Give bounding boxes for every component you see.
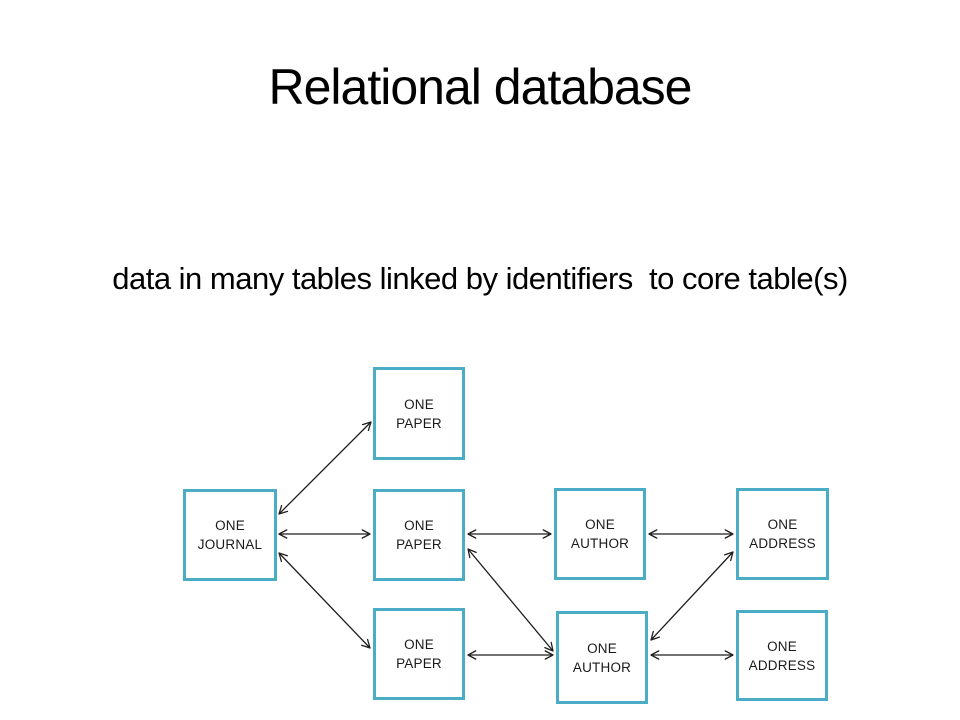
arrow-journal-paper-bottom — [278, 552, 371, 649]
entity-box-paper-middle: ONE PAPER — [373, 489, 465, 581]
entity-label-line: ADDRESS — [749, 536, 816, 551]
entity-label-line: ONE — [585, 517, 615, 532]
arrow-journal-paper-top — [278, 421, 372, 515]
entity-box-author-middle: ONE AUTHOR — [554, 488, 646, 580]
entity-label-line: PAPER — [396, 656, 442, 671]
entity-label-line: ONE — [404, 396, 434, 412]
entity-label-line: ADDRESS — [748, 657, 816, 673]
slide-title: Relational database — [268, 59, 693, 115]
entity-label-line: PAPER — [396, 415, 442, 431]
entity-box-author-bottom: ONE AUTHOR — [556, 611, 648, 704]
entity-label-line: ONE — [767, 517, 798, 532]
entity-label-line: PAPER — [396, 537, 442, 552]
arrow-author-bottom-address-middle — [650, 551, 734, 641]
slide-subtitle: data in many tables linked by identifier… — [112, 261, 848, 296]
entity-box-address-middle: ONE ADDRESS — [736, 488, 829, 580]
entity-label-line: ONE — [215, 518, 245, 533]
entity-label-line: ONE — [404, 518, 434, 533]
entity-label-line: AUTHOR — [572, 659, 632, 675]
entity-box-journal: ONE JOURNAL — [183, 489, 277, 581]
entity-label-line: AUTHOR — [570, 536, 630, 551]
entity-box-address-bottom: ONE ADDRESS — [736, 610, 828, 701]
entity-box-paper-top: ONE PAPER — [373, 367, 465, 460]
entity-label-line: ONE — [404, 637, 434, 652]
entity-box-paper-bottom: ONE PAPER — [373, 608, 465, 700]
entity-label-line: ONE — [767, 638, 797, 654]
arrow-paper-middle-author-bottom — [467, 548, 554, 652]
entity-label-line: ONE — [587, 640, 617, 656]
entity-label-line: JOURNAL — [197, 537, 263, 552]
